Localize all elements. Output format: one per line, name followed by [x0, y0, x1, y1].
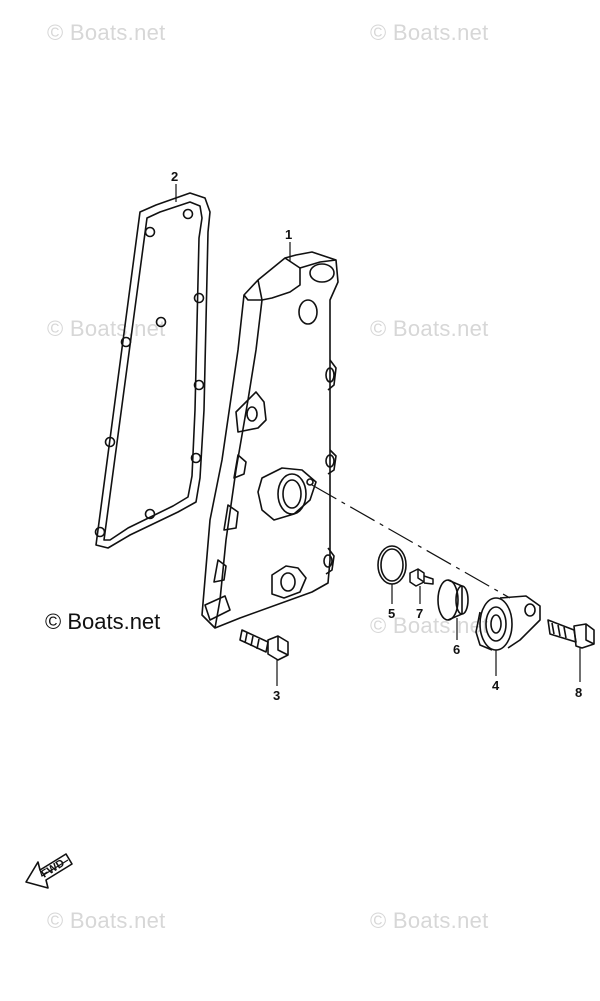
callout-8: 8 [575, 685, 582, 700]
callout-3: 3 [273, 688, 280, 703]
watermark: © Boats.net [370, 613, 489, 638]
watermark: © Boats.net [47, 20, 166, 45]
watermark: © Boats.net [370, 20, 489, 45]
callout-leaders [175, 184, 581, 686]
small-bolt-part [409, 568, 434, 587]
watermark: © Boats.net [47, 908, 166, 933]
leader-line [311, 484, 511, 599]
bolt-part-8 [547, 619, 595, 649]
copyright-text: © Boats.net [45, 609, 161, 634]
watermark: © Boats.net [370, 908, 489, 933]
callout-7: 7 [416, 606, 423, 621]
callout-1: 1 [285, 227, 292, 242]
watermark: © Boats.net [47, 316, 166, 341]
gasket-part [94, 192, 211, 549]
bolt-part-3 [239, 629, 289, 661]
callout-5: 5 [388, 606, 395, 621]
callout-2: 2 [171, 169, 178, 184]
collar-part [437, 579, 469, 621]
sensor-part [475, 595, 541, 651]
watermark: © Boats.net [370, 316, 489, 341]
o-ring-part [377, 545, 407, 585]
callout-6: 6 [453, 642, 460, 657]
fwd-arrow-icon: FWD [25, 853, 73, 889]
callout-4: 4 [492, 678, 500, 693]
cover-plate-part [201, 251, 339, 629]
